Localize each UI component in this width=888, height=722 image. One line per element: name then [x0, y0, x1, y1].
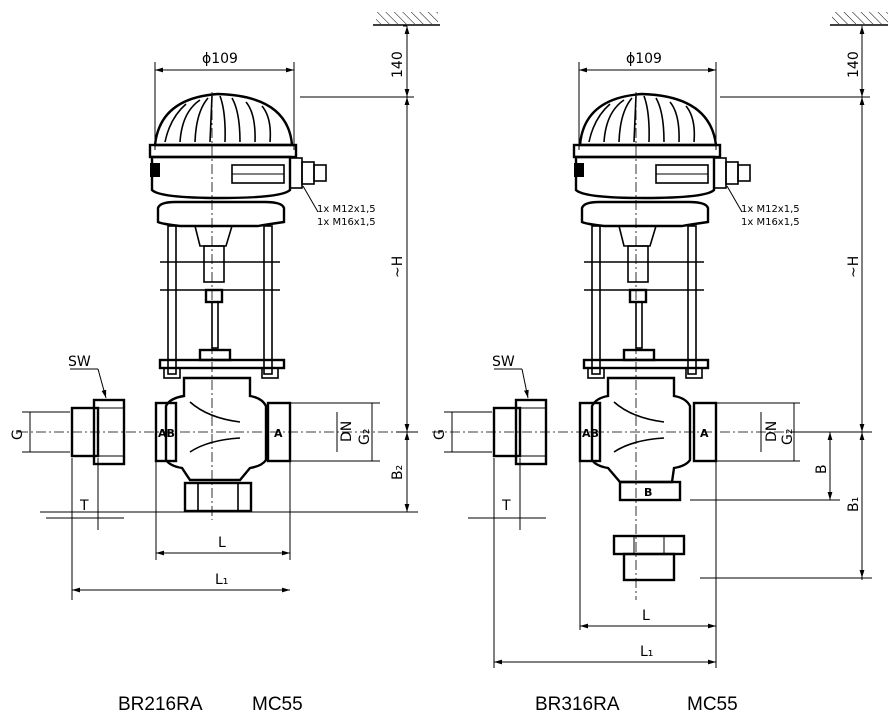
- height-label: ~H: [390, 256, 406, 278]
- yoke-bracket: [580, 200, 710, 379]
- diameter-label: ϕ109: [202, 51, 238, 67]
- sw-label: SW: [68, 354, 91, 370]
- clearance-label: 140: [390, 51, 406, 78]
- port-b: B: [644, 486, 652, 499]
- t-label: T: [79, 498, 89, 514]
- port-a: A: [274, 427, 283, 440]
- t-label: T: [501, 498, 511, 514]
- l1-label: L₁: [215, 572, 228, 588]
- valve-body: [154, 376, 292, 513]
- left-drawing: 140 ~H B₂ ϕ109: [10, 12, 440, 715]
- port-a: A: [700, 427, 709, 440]
- clearance-label: 140: [846, 51, 862, 78]
- right-drawing: 140 ~H B₁ ϕ109: [432, 12, 888, 715]
- valve-body: [578, 376, 718, 502]
- g-label: G: [432, 429, 448, 440]
- ceiling-hatch: [373, 12, 440, 26]
- bottom-fitting: [612, 534, 686, 582]
- actuator-dome: [148, 92, 298, 159]
- actuator-dome: [572, 92, 722, 159]
- dn-label: DN: [764, 421, 780, 442]
- diameter-label: ϕ109: [626, 51, 662, 67]
- left-caption-model: BR216RA: [118, 694, 203, 715]
- actuator-housing: [574, 155, 751, 213]
- g2-label: G₂: [357, 429, 373, 445]
- port-ab: AB: [158, 427, 175, 440]
- threaded-fitting: [70, 398, 126, 466]
- ceiling-hatch: [830, 12, 888, 26]
- b1-label: B₁: [846, 497, 862, 512]
- height-label: ~H: [846, 256, 862, 278]
- threaded-fitting: [492, 398, 548, 466]
- cable-entry-line2: 1x M16x1,5: [317, 217, 376, 228]
- actuator-housing: [150, 155, 327, 213]
- yoke-bracket: [156, 200, 286, 379]
- g-label: G: [10, 429, 26, 440]
- cable-entry-line1: 1x M12x1,5: [317, 204, 376, 215]
- b2-label: B₂: [390, 465, 406, 480]
- l-label: L: [642, 608, 650, 624]
- dn-label: DN: [339, 421, 355, 442]
- right-caption-model: BR316RA: [535, 694, 620, 715]
- b-label: B: [814, 464, 830, 474]
- port-ab: AB: [582, 427, 599, 440]
- cable-entry-line2: 1x M16x1,5: [741, 217, 800, 228]
- left-caption-actuator: MC55: [252, 694, 303, 715]
- g2-label: G₂: [780, 429, 796, 445]
- l-label: L: [218, 535, 226, 551]
- sw-label: SW: [492, 354, 515, 370]
- l1-label: L₁: [640, 644, 653, 660]
- right-caption-actuator: MC55: [687, 694, 738, 715]
- cable-entry-line1: 1x M12x1,5: [741, 204, 800, 215]
